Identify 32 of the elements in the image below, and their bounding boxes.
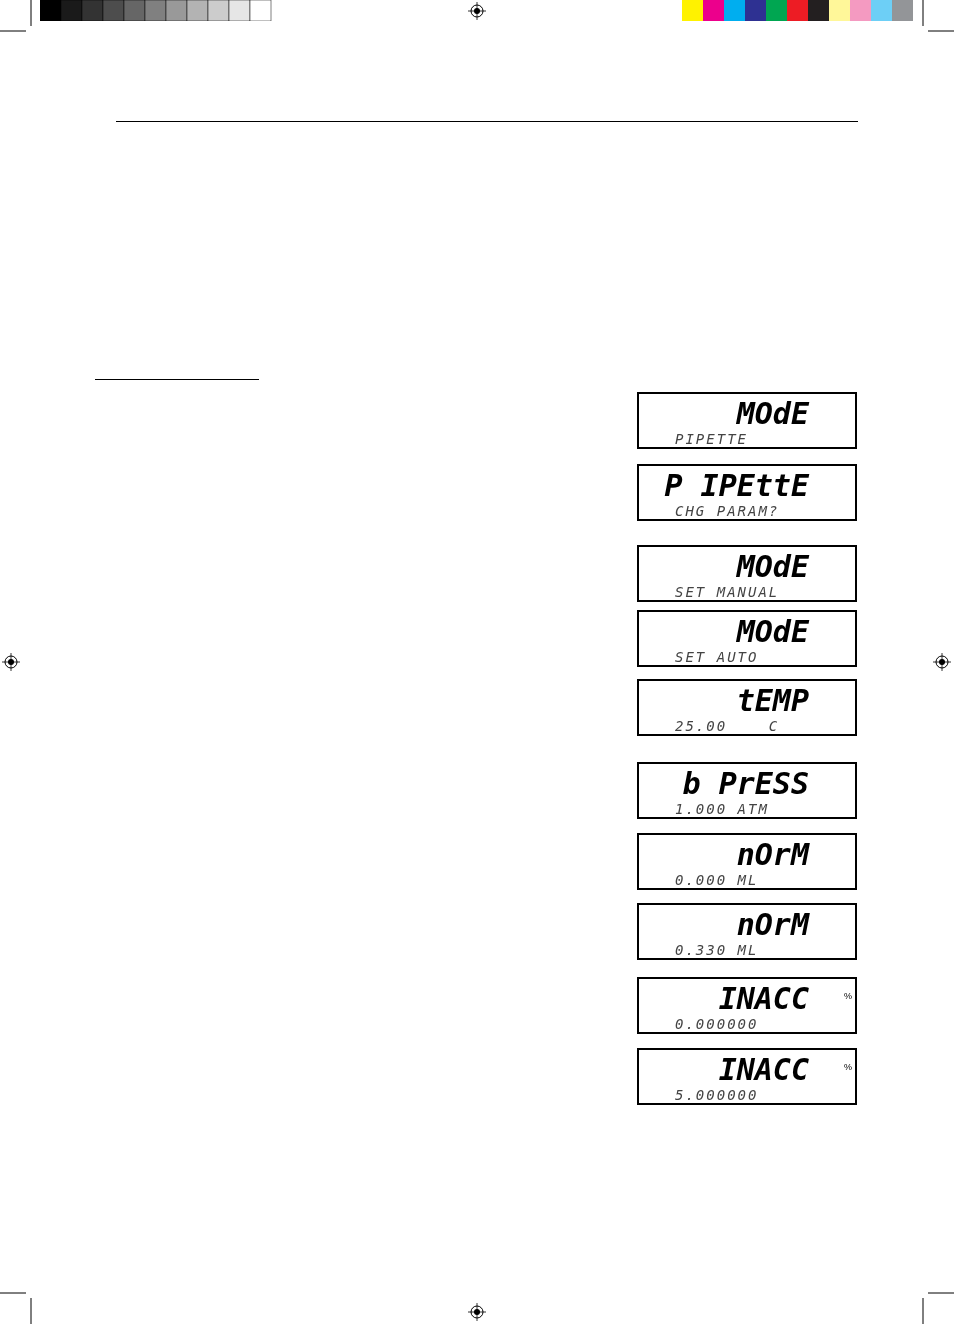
unit-symbol: % xyxy=(844,1062,852,1072)
display-sub-text: CHG PARAM? xyxy=(675,503,780,519)
display-main-text: INACC xyxy=(718,1052,809,1088)
lcd-display xyxy=(637,762,857,819)
lcd-display xyxy=(637,545,857,602)
display-sub-text: 5.000000 xyxy=(675,1087,759,1103)
lcd-display xyxy=(637,903,857,960)
display-sub-text: PIPETTE xyxy=(675,431,748,447)
display-main-text: nOrM xyxy=(736,907,809,943)
display-main-text: P IPEttE xyxy=(664,468,809,504)
display-sub-text: 0.330 ML xyxy=(675,942,759,958)
display-sub-text: 0.000 ML xyxy=(675,872,759,888)
display-sub-text: SET MANUAL xyxy=(675,584,780,600)
display-main-text: INACC xyxy=(718,981,809,1017)
lcd-display xyxy=(637,1048,857,1105)
lcd-display xyxy=(637,977,857,1034)
display-main-text: nOrM xyxy=(736,837,809,873)
lcd-display xyxy=(637,610,857,667)
display-main-text: MOdE xyxy=(736,614,809,650)
display-sub-text: 25.00 C xyxy=(675,718,780,734)
lcd-display xyxy=(637,392,857,449)
lcd-display xyxy=(637,464,857,521)
display-main-text: tEMP xyxy=(736,683,809,719)
lcd-display xyxy=(637,679,857,736)
display-main-text: MOdE xyxy=(736,549,809,585)
lcd-display xyxy=(637,833,857,890)
display-sub-text: SET AUTO xyxy=(675,649,759,665)
display-sub-text: 1.000 ATM xyxy=(675,801,769,817)
display-main-text: b PrESS xyxy=(682,766,809,802)
display-main-text: MOdE xyxy=(736,396,809,432)
display-sub-text: 0.000000 xyxy=(675,1016,759,1032)
unit-symbol: % xyxy=(844,991,852,1001)
